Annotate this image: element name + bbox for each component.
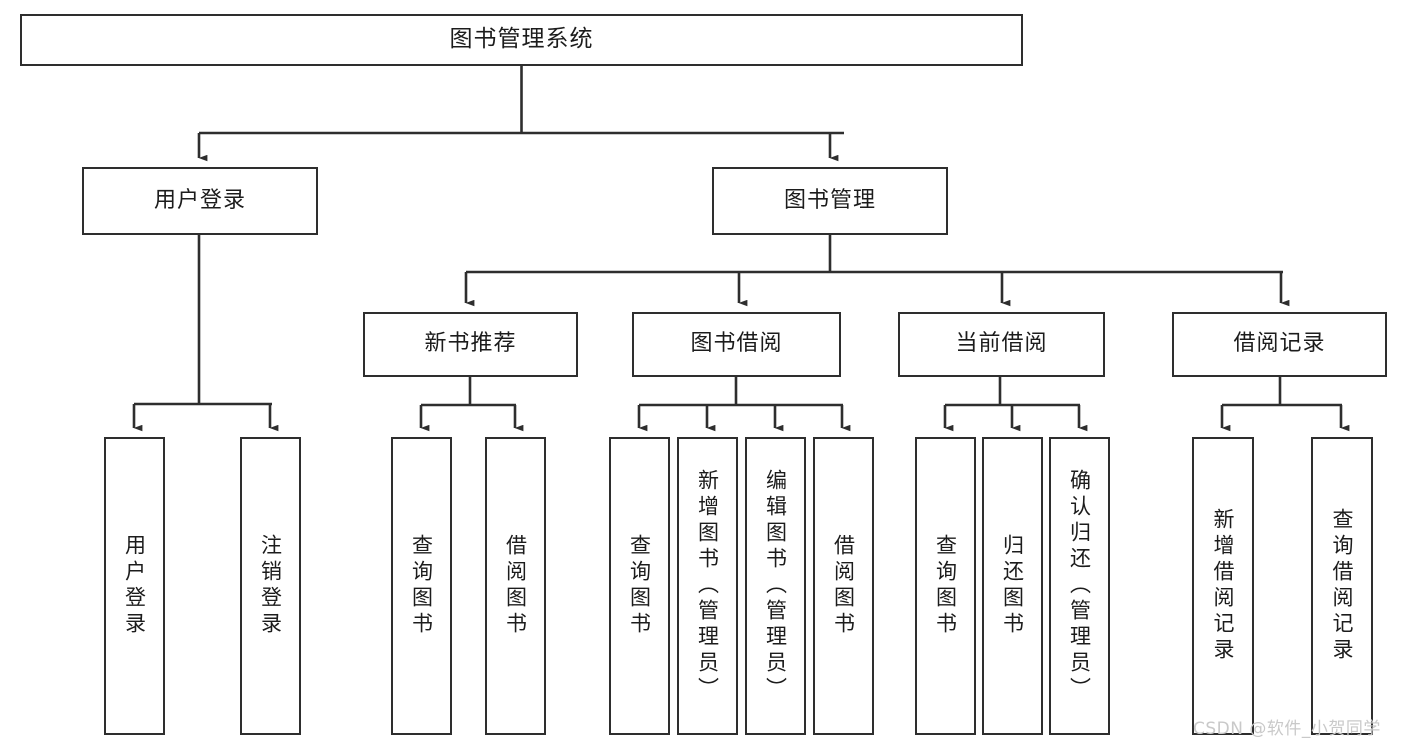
leaf-label: 查询图书 xyxy=(933,534,958,638)
node-new-book-recommend[interactable]: 新书推荐 xyxy=(363,312,578,377)
leaf-label: 查询借阅记录 xyxy=(1330,508,1355,664)
node-current-borrow[interactable]: 当前借阅 xyxy=(898,312,1105,377)
leaf-confirm-return-admin[interactable]: 确认归还（管理员） xyxy=(1049,437,1110,735)
leaf-user-login[interactable]: 用户登录 xyxy=(104,437,165,735)
leaf-label: 编辑图书（管理员） xyxy=(763,469,788,703)
leaf-label: 用户登录 xyxy=(122,534,147,638)
leaf-label: 确认归还（管理员） xyxy=(1067,469,1092,703)
leaf-label: 新增借阅记录 xyxy=(1211,508,1236,664)
node-book-borrow[interactable]: 图书借阅 xyxy=(632,312,841,377)
leaf-query-borrow-record[interactable]: 查询借阅记录 xyxy=(1311,437,1373,735)
leaf-query-book-borrow[interactable]: 查询图书 xyxy=(609,437,670,735)
leaf-label: 借阅图书 xyxy=(831,534,856,638)
node-borrow-record[interactable]: 借阅记录 xyxy=(1172,312,1387,377)
leaf-label: 注销登录 xyxy=(258,534,283,638)
leaf-logout-login[interactable]: 注销登录 xyxy=(240,437,301,735)
leaf-label: 查询图书 xyxy=(627,534,652,638)
leaf-label: 新增图书（管理员） xyxy=(695,469,720,703)
leaf-edit-book-admin[interactable]: 编辑图书（管理员） xyxy=(745,437,806,735)
node-root[interactable]: 图书管理系统 xyxy=(20,14,1023,66)
leaf-add-borrow-record[interactable]: 新增借阅记录 xyxy=(1192,437,1254,735)
leaf-return-book[interactable]: 归还图书 xyxy=(982,437,1043,735)
node-book-management[interactable]: 图书管理 xyxy=(712,167,948,235)
leaf-query-book-current[interactable]: 查询图书 xyxy=(915,437,976,735)
csdn-watermark: CSDN @软件_小贺同学 xyxy=(1193,719,1381,739)
leaf-add-book-admin[interactable]: 新增图书（管理员） xyxy=(677,437,738,735)
leaf-label: 归还图书 xyxy=(1000,534,1025,638)
node-user-login[interactable]: 用户登录 xyxy=(82,167,318,235)
leaf-label: 查询图书 xyxy=(409,534,434,638)
leaf-borrow-book[interactable]: 借阅图书 xyxy=(813,437,874,735)
leaf-label: 借阅图书 xyxy=(503,534,528,638)
leaf-query-book-newbook[interactable]: 查询图书 xyxy=(391,437,452,735)
leaf-borrow-book-newbook[interactable]: 借阅图书 xyxy=(485,437,546,735)
